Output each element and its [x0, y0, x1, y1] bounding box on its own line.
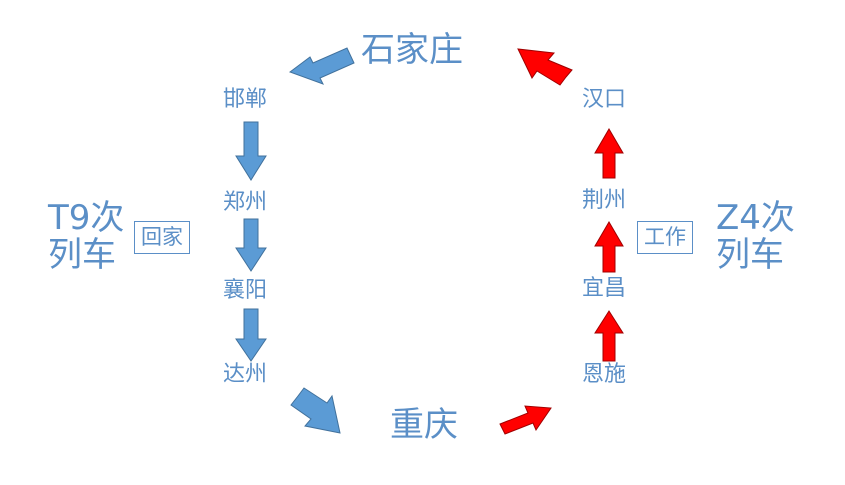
left-train-purpose-box: 回家 [134, 221, 190, 254]
arrow-handan-to-zhengzhou [235, 121, 267, 181]
right-train-purpose-box: 工作 [637, 221, 693, 254]
station-handan: 邯郸 [223, 87, 268, 112]
arrow-xiangyang-to-dazhou [235, 308, 267, 362]
left-train-number: T9次 [48, 198, 125, 238]
left-train-label: T9次 列车 [48, 200, 124, 273]
left-train-suffix: 列车 [48, 234, 116, 275]
right-train-suffix: 列车 [716, 234, 784, 275]
arrow-dazhou-to-chongqing [290, 387, 341, 434]
station-chongqing: 重庆 [390, 405, 458, 445]
right-train-label: Z4次 列车 [716, 200, 795, 273]
station-shijiazhuang: 石家庄 [361, 30, 463, 70]
arrow-shijiazhuang-to-handan [288, 47, 355, 85]
station-xiangyang: 襄阳 [223, 278, 268, 303]
arrow-jingzhou-to-hankou [594, 128, 624, 179]
arrow-chongqing-to-enshi [499, 405, 552, 435]
station-hankou: 汉口 [582, 87, 627, 112]
station-yichang: 宜昌 [582, 276, 627, 301]
right-train-number: Z4次 [716, 198, 795, 238]
station-dazhou: 达州 [223, 362, 268, 387]
arrow-hankou-to-shijiazhuang [517, 48, 573, 86]
station-enshi: 恩施 [582, 362, 627, 387]
station-zhengzhou: 郑州 [223, 190, 268, 215]
arrow-yichang-to-jingzhou [594, 221, 624, 273]
station-jingzhou: 荆州 [582, 188, 627, 213]
arrow-enshi-to-yichang [594, 310, 624, 362]
arrow-zhengzhou-to-xiangyang [235, 218, 267, 272]
